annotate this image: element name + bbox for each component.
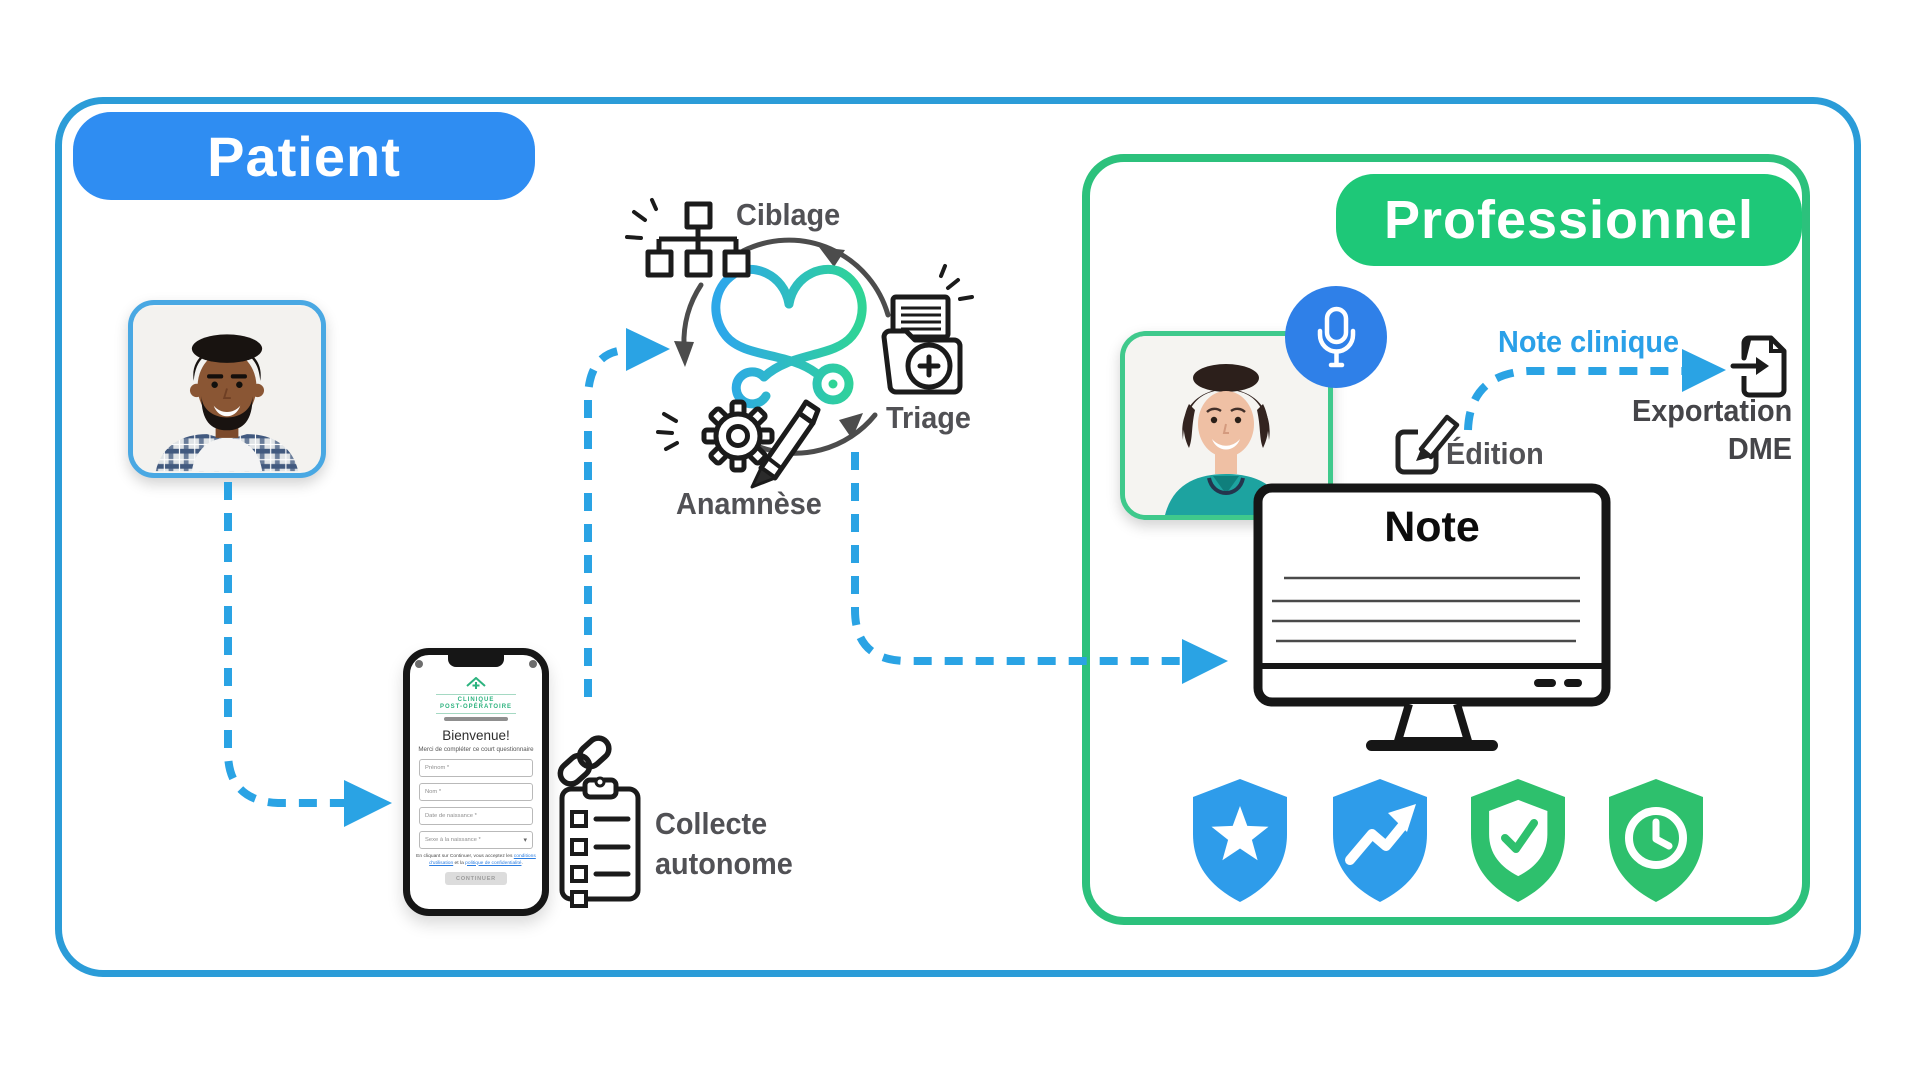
terms-link[interactable]: conditions d'utilisation (429, 854, 536, 866)
clinic-logo: CLINIQUE POST-OPÉRATOIRE (435, 677, 517, 721)
firstname-field[interactable]: Prénom * (419, 759, 533, 777)
cycle-label-anamnese: Anamnèse (676, 486, 822, 521)
note-clinique-label: Note clinique (1498, 324, 1680, 359)
monitor-note-title: Note (1384, 503, 1480, 551)
phone-subtitle: Merci de compléter ce court questionnair… (418, 746, 534, 753)
chevron-down-icon: ▾ (523, 836, 527, 844)
sex-at-birth-select[interactable]: Sexe à la naissance * ▾ (419, 831, 533, 849)
consent-prefix: En cliquant sur Continuer, vous acceptez… (416, 854, 514, 859)
professional-section-label: Professionnel (1383, 190, 1755, 250)
patient-avatar (133, 306, 321, 472)
phone-camera-dot-left-icon (415, 660, 423, 668)
cycle-label-triage: Triage (886, 400, 971, 435)
patient-phone: CLINIQUE POST-OPÉRATOIRE Bienvenue! Merc… (403, 648, 549, 916)
sex-at-birth-label: Sexe à la naissance * (425, 836, 481, 843)
firstname-field-label: Prénom * (425, 764, 450, 771)
professional-avatar-figure (1165, 364, 1287, 515)
patient-avatar-figure (155, 334, 299, 472)
birthdate-field-label: Date de naissance * (425, 812, 477, 819)
professional-photo (1120, 331, 1333, 520)
lastname-field[interactable]: Nom * (419, 783, 533, 801)
phone-notch-icon (448, 655, 504, 667)
birthdate-field[interactable]: Date de naissance * (419, 807, 533, 825)
dme-line: DME (1727, 431, 1792, 466)
patient-photo (128, 300, 326, 478)
exportation-dme-label: Exportation DME (1632, 392, 1792, 468)
phone-camera-dot-right-icon (529, 660, 537, 668)
edition-label: Édition (1446, 436, 1544, 471)
exportation-line: Exportation (1632, 393, 1793, 428)
collecte-label: Collecte autonome (655, 804, 793, 884)
clinic-logo-line1: CLINIQUE (457, 697, 495, 703)
continue-button[interactable]: CONTINUER (445, 872, 507, 885)
cycle-label-ciblage: Ciblage (736, 197, 841, 232)
collecte-line2: autonome (655, 846, 793, 881)
patient-section-label: Patient (207, 124, 401, 188)
professional-section-title: Professionnel (1336, 174, 1802, 266)
privacy-link[interactable]: politique de confidentialité (465, 860, 522, 866)
patient-section-title: Patient (73, 112, 535, 200)
professional-avatar (1125, 336, 1328, 515)
clinic-logo-line2: POST-OPÉRATOIRE (439, 704, 513, 710)
consent-mid: et la (453, 860, 466, 866)
clinic-house-cross-icon (466, 677, 486, 689)
consent-suffix: . (521, 860, 523, 866)
collecte-line1: Collecte (655, 806, 768, 841)
lastname-field-label: Nom * (425, 788, 442, 795)
clinic-logo-subtext-bar (444, 717, 508, 721)
phone-welcome-heading: Bienvenue! (442, 728, 510, 743)
consent-text: En cliquant sur Continuer, vous acceptez… (416, 854, 536, 867)
